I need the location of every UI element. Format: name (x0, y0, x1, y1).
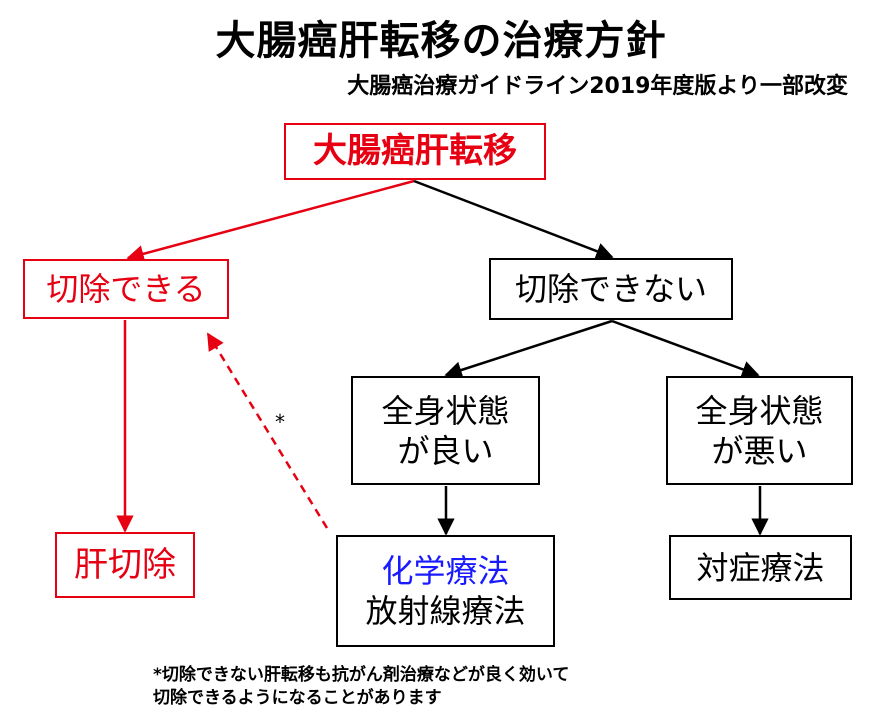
node-liver-metastasis: 大腸癌肝転移 (284, 123, 546, 180)
footnote-line1: *切除できない肝転移も抗がん剤治療などが良く効いて (153, 665, 570, 685)
arrow-to-good-condition (444, 319, 613, 379)
node-poor-condition: 全身状態 が悪い (666, 376, 853, 485)
node-radiotherapy-label: 放射線療法 (365, 592, 526, 630)
node-chemo-radiotherapy: 化学療法 放射線療法 (336, 535, 555, 647)
arrow-to-resectable (126, 179, 415, 263)
subtitle: 大腸癌治療ガイドライン2019年度版より一部改変 (347, 74, 848, 99)
arrow-to-unresectable (413, 179, 614, 260)
node-chemotherapy-label: 化学療法 (381, 552, 510, 590)
node-poor-condition-line2: が悪い (711, 431, 808, 470)
node-poor-condition-line1: 全身状態 (695, 391, 824, 430)
node-hepatectomy: 肝切除 (55, 532, 195, 598)
node-symptomatic-care: 対症療法 (669, 535, 852, 600)
node-resectable: 切除できる (23, 259, 229, 319)
node-good-condition-line2: が良い (397, 431, 494, 470)
footnote-line2: 切除できるようになることがあります (153, 687, 442, 708)
arrow-to-poor-condition (611, 319, 760, 378)
dashed-arrow-conversion (206, 332, 329, 529)
page-title: 大腸癌肝転移の治療方針 (215, 18, 667, 64)
node-good-condition: 全身状態 が良い (351, 376, 540, 485)
node-good-condition-line1: 全身状態 (381, 391, 510, 430)
asterisk-marker: * (275, 410, 285, 434)
footnote: *切除できない肝転移も抗がん剤治療などが良く効いて 切除できるようになることがあ… (153, 664, 569, 710)
node-unresectable: 切除できない (489, 258, 733, 320)
